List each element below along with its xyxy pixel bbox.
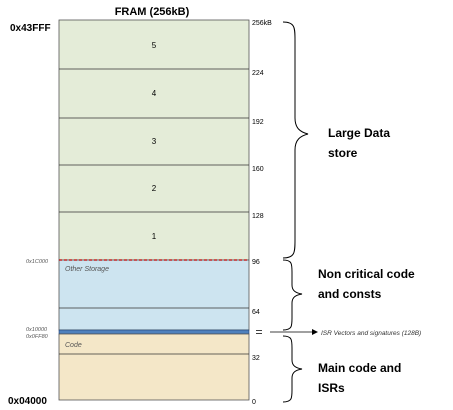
isr-vectors-label: ISR Vectors and signatures (128B) [321, 330, 421, 337]
block-label-4: 4 [152, 89, 157, 98]
isr-vectors-strip [58, 329, 250, 335]
address-0ff80: 0x0FF80 [26, 334, 49, 340]
address-bottom: 0x04000 [8, 396, 47, 407]
main-code-label-line1: Main code and [318, 361, 401, 375]
large-data-label-line1: Large Data [328, 126, 390, 140]
code-region [58, 333, 250, 401]
code-label: Code [65, 342, 82, 349]
scale-label: 64 [252, 309, 260, 316]
scale-label: 192 [252, 119, 264, 126]
scale-label: 160 [252, 166, 264, 173]
large-data-region [58, 19, 250, 261]
noncritical-label-line2: and consts [318, 287, 382, 301]
block-label-5: 5 [152, 41, 157, 50]
scale-label: 256kB [252, 20, 272, 27]
address-top: 0x43FFF [10, 23, 51, 34]
block-label-2: 2 [152, 184, 157, 193]
noncritical-label-line1: Non critical code [318, 267, 415, 281]
scale-label: 96 [252, 259, 260, 266]
noncritical-brace [282, 259, 303, 331]
address-10000: 0x10000 [26, 327, 48, 333]
isr-pointer-arrowhead [312, 329, 318, 335]
large-data-brace [282, 21, 309, 259]
address-1c000: 0x1C000 [26, 259, 49, 265]
block-label-3: 3 [152, 137, 157, 146]
isr-pointer-double-dash [256, 330, 262, 334]
scale-label: 224 [252, 70, 264, 77]
block-label-1: 1 [152, 232, 157, 241]
scale-label: 32 [252, 355, 260, 362]
large-data-label-line2: store [328, 146, 358, 160]
main-code-brace [282, 335, 303, 403]
main-code-label-line2: ISRs [318, 381, 345, 395]
diagram-title: FRAM (256kB) [115, 6, 190, 18]
scale-label: 128 [252, 213, 264, 220]
scale-label: 0 [252, 399, 256, 406]
other-storage-label: Other Storage [65, 266, 109, 273]
